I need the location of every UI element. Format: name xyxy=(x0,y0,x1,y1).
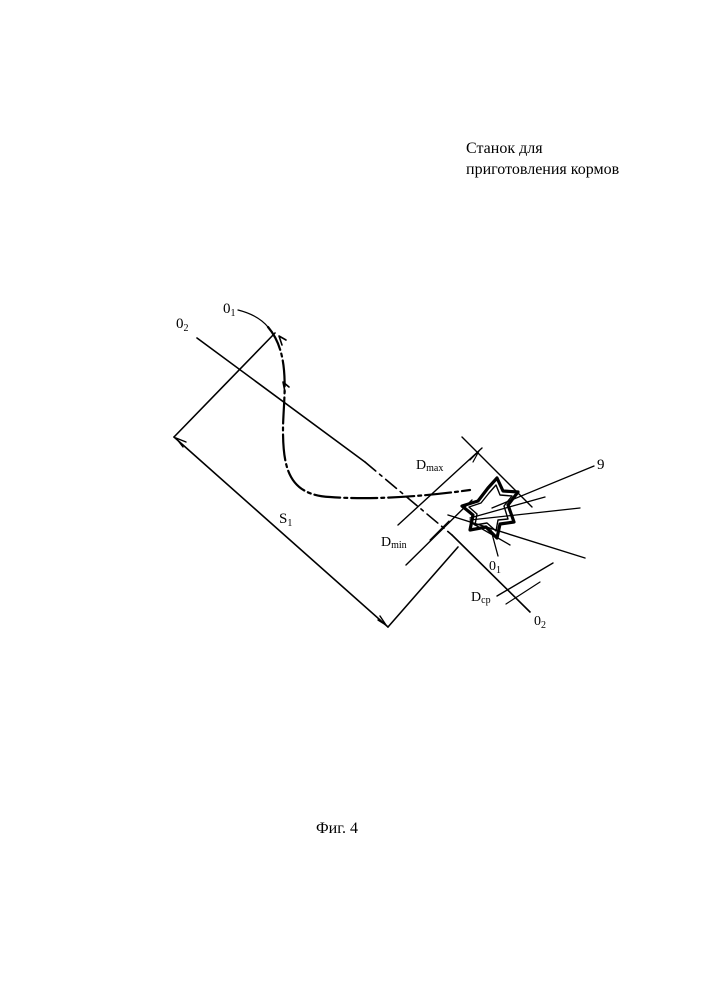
s1-arrow-end xyxy=(378,616,386,625)
label-o2-left: 02 xyxy=(176,316,189,334)
perpendicular-line-bottom xyxy=(388,547,458,627)
label-d-min: Dmin xyxy=(381,535,407,551)
trajectory-arrow-2 xyxy=(283,382,289,392)
label-d-cp: Dcp xyxy=(471,590,491,606)
o1-leader-line xyxy=(238,310,268,327)
figure-caption: Фиг. 4 xyxy=(316,820,358,838)
s1-dimension-line xyxy=(174,437,388,627)
label-d-max: Dmax xyxy=(416,458,443,474)
label-ref-9: 9 xyxy=(597,457,605,473)
dmin-dimension xyxy=(430,521,449,540)
trajectory-arrow-1 xyxy=(279,336,286,345)
label-o1-bottom: 01 xyxy=(489,559,501,576)
dmax-arrow xyxy=(470,451,479,462)
label-o2-bottom: 02 xyxy=(534,614,546,631)
label-s1: S1 xyxy=(279,511,292,529)
dmin-extension xyxy=(406,500,472,565)
label-o1-top: 01 xyxy=(223,301,236,319)
